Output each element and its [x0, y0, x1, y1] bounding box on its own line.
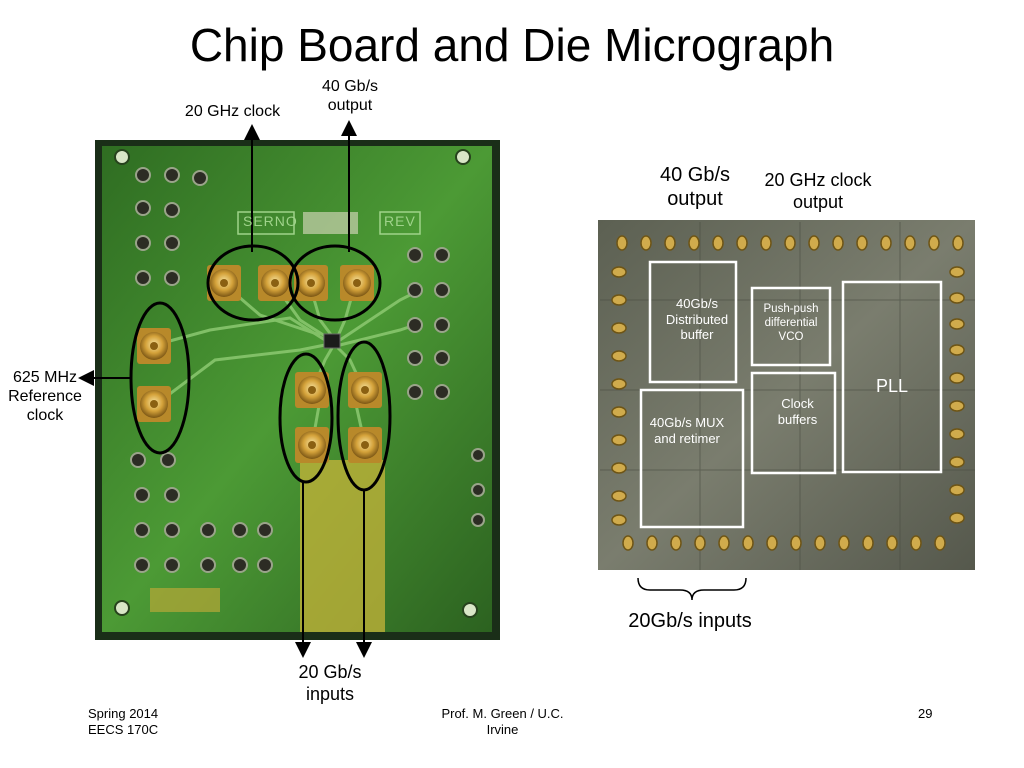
- sma-connector: [295, 372, 329, 408]
- dist-buffer-label: 40Gb/s Distributed buffer: [665, 296, 729, 343]
- sma-connector: [294, 265, 328, 301]
- die-output-label: 40 Gb/s output: [659, 164, 731, 210]
- vco-block: [750, 286, 832, 367]
- die-inputs-label: 20Gb/s inputs: [628, 610, 752, 632]
- serno-silkscreen: SERNO: [243, 213, 298, 229]
- clock-20ghz-label: 20 GHz clock: [184, 103, 281, 120]
- output-ellipse: [288, 244, 382, 322]
- footer-left: Spring 2014 EECS 170C: [88, 706, 159, 738]
- annotation-arrows: [78, 120, 372, 658]
- mux-label: 40Gb/s MUX and retimer: [649, 415, 725, 446]
- die-micrograph: [598, 220, 975, 570]
- sma-connector: [137, 328, 171, 364]
- inputs-20gbs-label: 20 Gb/s inputs: [298, 662, 362, 704]
- dist-buffer-block: [648, 260, 738, 384]
- sma-connector: [137, 386, 171, 422]
- bond-pads: [611, 235, 965, 551]
- board-test-points: [130, 167, 485, 573]
- die-clock-output-label: 20 GHz clock output: [764, 170, 872, 212]
- input-ellipse-left: [278, 352, 334, 484]
- inputs-brace: [637, 577, 747, 601]
- pll-label: PLL: [875, 376, 909, 396]
- clock-buffers-block: [750, 371, 837, 475]
- page-title: Chip Board and Die Micrograph: [189, 19, 835, 71]
- clock-buffers-label: Clock buffers: [777, 396, 818, 427]
- page-number: 29: [918, 706, 933, 721]
- sma-connector: [207, 265, 241, 301]
- vco-label: Push-push differential VCO: [763, 303, 819, 343]
- sma-connector: [340, 265, 374, 301]
- sma-connector: [258, 265, 292, 301]
- output-40gbs-label: 40 Gb/s output: [321, 78, 379, 115]
- sma-connector: [295, 427, 329, 463]
- sma-connector: [348, 372, 382, 408]
- die-block-outlines: [639, 260, 943, 529]
- sma-connectors: [137, 265, 382, 463]
- sma-connector: [348, 427, 382, 463]
- footer-center: Prof. M. Green / U.C. Irvine: [441, 706, 564, 738]
- pll-block: [841, 280, 943, 474]
- mux-block: [639, 388, 745, 529]
- ref-clock-label: 625 MHz Reference clock: [8, 369, 82, 425]
- rev-silkscreen: REV: [384, 213, 416, 229]
